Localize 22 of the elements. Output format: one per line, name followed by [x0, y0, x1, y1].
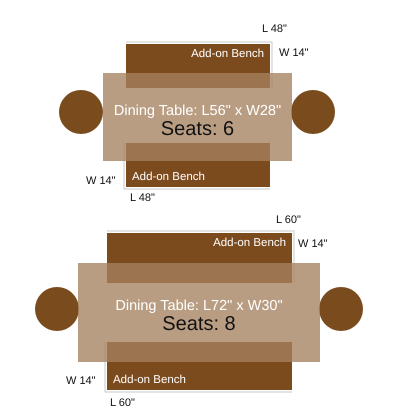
- dimension-label: L 60": [110, 397, 135, 409]
- seat-count: Seats: 6: [160, 118, 234, 140]
- table-dimensions: Dining Table: L72" x W30": [115, 298, 283, 314]
- chair-circle: [319, 287, 363, 331]
- dimension-label: W 14": [66, 375, 96, 387]
- table-dimensions: Dining Table: L56" x W28": [114, 102, 282, 118]
- chair-circle: [35, 287, 79, 331]
- bench-label: Add-on Bench: [113, 374, 186, 386]
- seat-count: Seats: 8: [162, 314, 236, 335]
- dimension-label: L 48": [130, 192, 155, 204]
- bench-label: Add-on Bench: [213, 237, 286, 249]
- dimension-label: L 60": [276, 214, 301, 226]
- dimension-label: W 14": [86, 175, 116, 187]
- chair-circle: [59, 90, 103, 134]
- dimension-label: W 14": [298, 238, 328, 250]
- dining-table: [103, 73, 292, 161]
- bench-label: Add-on Bench: [191, 48, 264, 60]
- dimension-label: W 14": [279, 47, 309, 59]
- dimension-label: L 48": [262, 23, 287, 35]
- dining-table: [78, 263, 320, 362]
- chair-circle: [291, 90, 335, 134]
- bench-label: Add-on Bench: [132, 171, 205, 183]
